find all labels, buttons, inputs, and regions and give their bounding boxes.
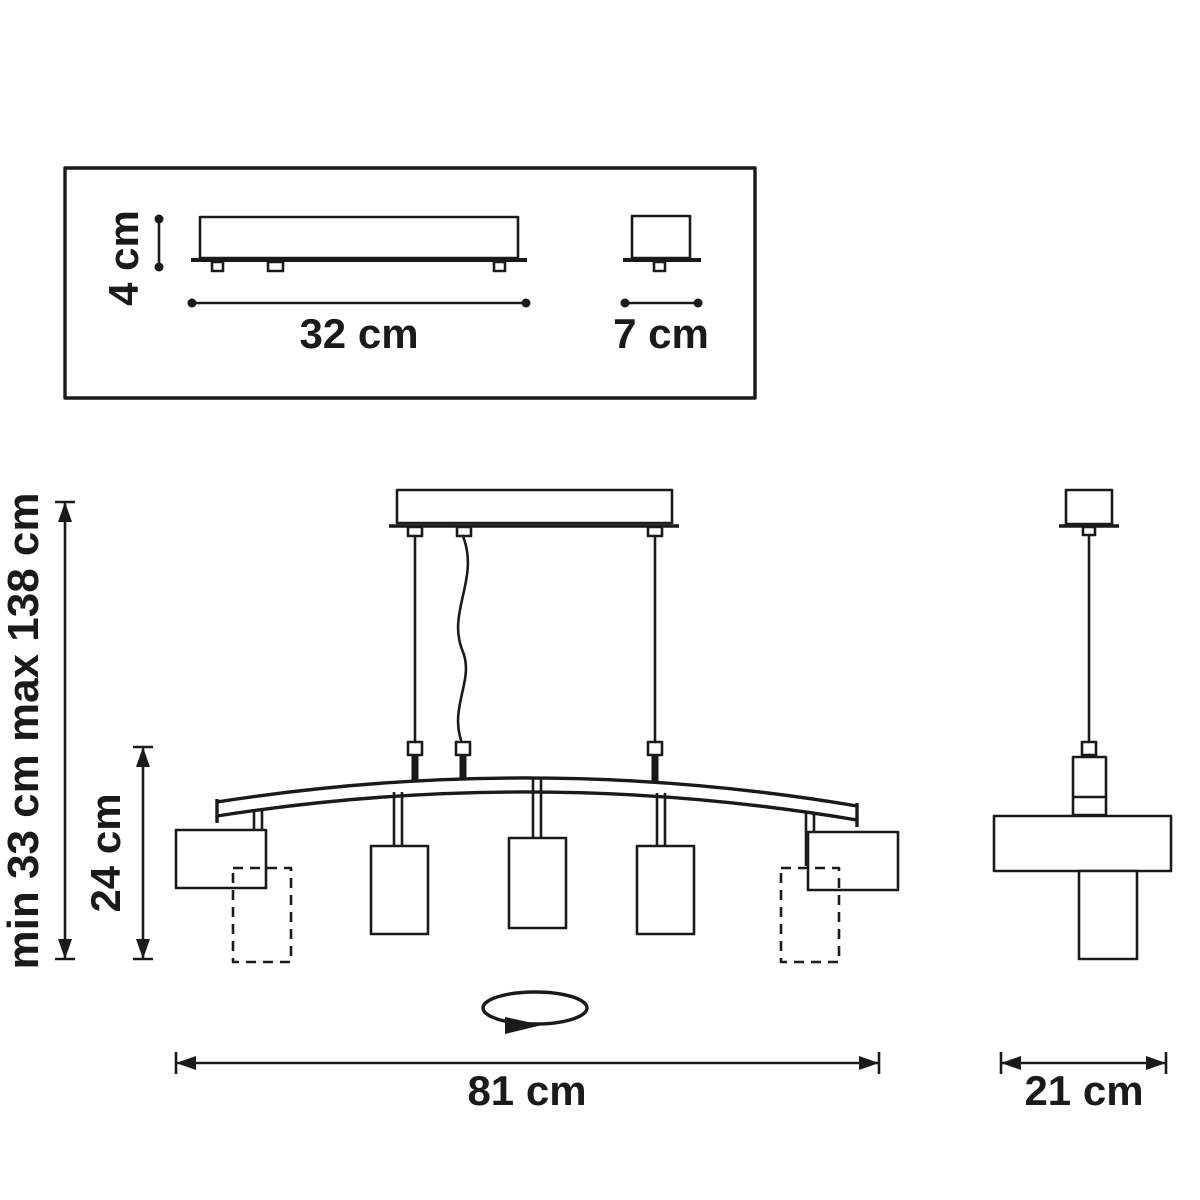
shade-2-vertical (369, 844, 430, 936)
dim-fixture-depth: 21 cm (999, 1052, 1168, 1114)
canopy-height-label: 4 cm (100, 210, 147, 306)
rotated-shade-ghosts (231, 866, 841, 964)
fixture-height-label: 24 cm (82, 793, 129, 912)
dim-fixture-width: 81 cm (174, 1052, 881, 1114)
side-stem-block (1071, 755, 1108, 817)
arm-top-edge (215, 776, 859, 808)
dim-fixture-height: 24 cm (82, 745, 153, 961)
dim-dot (187, 298, 197, 308)
curved-arm (215, 776, 859, 827)
dim-canopy-width: 7 cm (613, 298, 709, 357)
shade-3-vertical (507, 836, 568, 930)
dim-dot (154, 262, 164, 272)
canopy-body (395, 488, 674, 525)
ghost-outlines (231, 866, 841, 964)
dim-arrow-up (136, 747, 150, 767)
side-cable-gland (1081, 525, 1097, 537)
fixture-depth-label: 21 cm (1024, 1067, 1143, 1114)
arm-bottom-edge (215, 790, 859, 822)
dim-arrow-up (58, 502, 72, 522)
dim-dot (620, 298, 630, 308)
panel-border (63, 166, 757, 400)
canopy-width-label: 7 cm (613, 310, 709, 357)
dim-suspension-range: min 33 cm max 138 cm (0, 493, 75, 970)
center-power-cable (456, 534, 470, 742)
dim-arrow-down (136, 939, 150, 959)
side-canopy (1064, 488, 1114, 526)
rotation-arrowhead (505, 1017, 542, 1034)
dim-arrow-left (1001, 1056, 1021, 1070)
pendant-side-view (992, 488, 1173, 961)
pendant-front-view (174, 488, 900, 1034)
shade-5-horizontal (806, 830, 900, 892)
dim-dot (693, 298, 703, 308)
dim-arrow-right (859, 1056, 879, 1070)
canopy-end-view (623, 214, 701, 273)
canopy-length-label: 32 cm (299, 310, 418, 357)
dim-arrow-right (1146, 1056, 1166, 1070)
suspension-range-label: min 33 cm max 138 cm (0, 493, 48, 970)
side-shade-horizontal (992, 814, 1173, 873)
dim-arrow-down (58, 939, 72, 959)
side-ferrule (1080, 740, 1098, 757)
side-shade-vertical (1077, 869, 1139, 961)
canopy-mount-feet (210, 260, 507, 273)
dim-arrow-left (176, 1056, 196, 1070)
dim-canopy-height: 4 cm (100, 210, 164, 306)
canopy-end-body (630, 214, 692, 260)
shade-1-horizontal (174, 828, 268, 890)
canopy-end-foot (652, 260, 667, 273)
canopy-detail-panel: 4 cm 32 cm 7 cm (63, 166, 757, 400)
cable-ferrules (406, 740, 664, 757)
ceiling-canopy (389, 488, 679, 538)
ferrule-necks (411, 756, 659, 782)
dim-dot (154, 214, 164, 224)
canopy-side-view (191, 215, 527, 273)
suspension-cables (406, 534, 664, 782)
dim-dot (521, 298, 531, 308)
fixture-width-label: 81 cm (467, 1067, 586, 1114)
dim-canopy-length: 32 cm (187, 298, 531, 357)
lamp-shades (174, 778, 900, 936)
canopy-plate-body (198, 215, 520, 260)
rotation-arrow-icon (481, 990, 589, 1034)
cable-glands (406, 525, 664, 538)
shade-4-vertical (635, 844, 696, 936)
rotation-ellipse (481, 990, 589, 1026)
